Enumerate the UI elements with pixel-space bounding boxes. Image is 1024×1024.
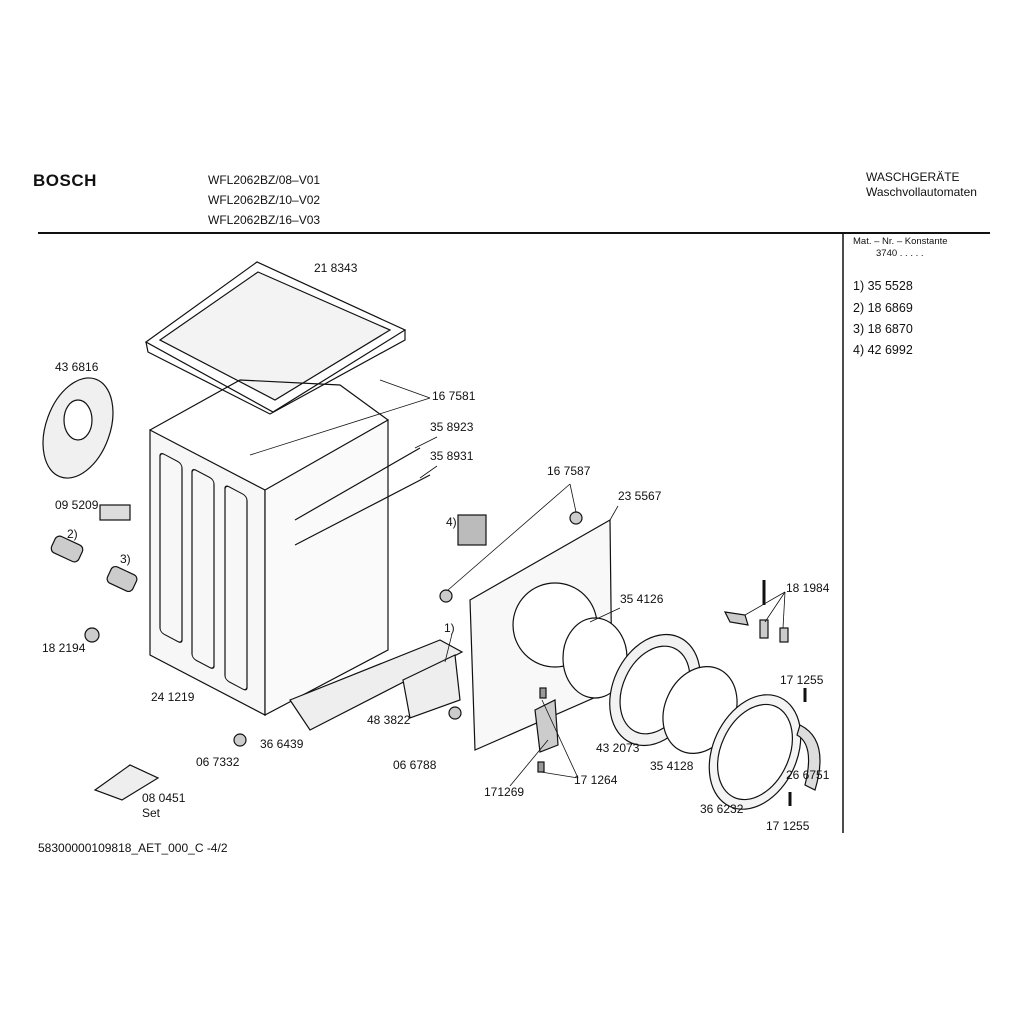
side-panel-item: 4) 42 6992 [853,343,913,357]
model-number: WFL2062BZ/16–V03 [208,213,321,227]
part-label: 3) [120,552,131,566]
valve-3 [106,565,138,593]
part-label: 06 6788 [393,758,437,772]
model-number: WFL2062BZ/08–V01 [208,173,321,187]
document-footer: 58300000109818_AET_000_C -4/2 [38,841,228,855]
part-label: 43 6816 [55,360,99,374]
part-label: 24 1219 [151,690,195,704]
part-label: 17 1264 [574,773,618,787]
part-label: 16 7581 [432,389,476,403]
part-label: 2) [67,527,78,541]
part-label: 06 7332 [196,755,240,769]
valve-2 [50,535,84,563]
category: WASCHGERÄTE [866,170,960,184]
part-label: 21 8343 [314,261,358,275]
part-label: Set [142,806,161,820]
side-panel-title: Mat. – Nr. – Konstante [853,236,948,247]
part-label: 36 6232 [700,802,744,816]
top-lid [144,261,407,415]
part-label: 08 0451 [142,791,186,805]
part-label: 43 2073 [596,741,640,755]
part-label: 23 5567 [618,489,662,503]
part-label: 18 1984 [786,581,830,595]
hinge [534,699,559,753]
cabinet [149,379,464,731]
part-label: 18 2194 [42,641,86,655]
part-label: 171269 [484,785,525,799]
side-panel-constant: 3740 . . . . . [876,248,924,259]
part-label: 09 5209 [55,498,99,512]
side-panel-item: 3) 18 6870 [853,322,913,336]
tool-set [93,764,160,801]
part-label: 17 1255 [780,673,824,687]
subcategory: Waschvollautomaten [866,185,977,199]
part-label: 17 1255 [766,819,810,833]
part-label: 1) [444,621,455,635]
brand-logo: BOSCH [33,171,97,190]
part-label: 16 7587 [547,464,591,478]
part-label: 48 3822 [367,713,411,727]
side-panel-item: 1) 35 5528 [853,279,913,293]
foot [84,627,100,643]
side-panel-item: 2) 18 6869 [853,301,913,315]
part-label: 35 8923 [430,420,474,434]
part-label: 35 4128 [650,759,694,773]
screw-foot [233,733,247,747]
part-label: 26 6751 [786,768,830,782]
door-handle [796,724,821,791]
model-number: WFL2062BZ/10–V02 [208,193,321,207]
part-label: 4) [446,515,457,529]
door-lock [457,514,487,546]
part-label: 35 4126 [620,592,664,606]
bracket [99,504,131,521]
part-label: 36 6439 [260,737,304,751]
part-label: 35 8931 [430,449,474,463]
